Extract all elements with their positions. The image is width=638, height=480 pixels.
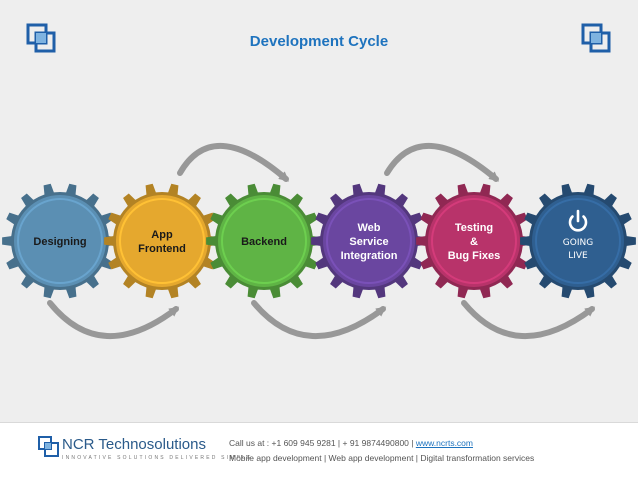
- flow-arrow-1: [47, 300, 180, 340]
- gear-label-line: Testing: [454, 222, 494, 234]
- contact-line: Call us at : +1 609 945 9281 | + 91 9874…: [229, 438, 473, 448]
- footer: [0, 422, 638, 480]
- flow-arrow-2: [177, 143, 290, 182]
- gear-label-3: Backend: [220, 235, 308, 249]
- contact-phones: Call us at : +1 609 945 9281 | + 91 9874…: [229, 438, 416, 448]
- gear-label-5: Testing & Bug Fixes: [430, 221, 518, 263]
- gear-label-line: Backend: [241, 236, 287, 248]
- gear-body: [323, 195, 415, 287]
- gear-rim: [221, 198, 307, 284]
- gear-body: [532, 195, 624, 287]
- gear-label-line: Web: [357, 222, 381, 234]
- gear-body: [116, 195, 208, 287]
- gear-stage-4: [311, 183, 427, 299]
- gear-label-going-live: GOING LIVE: [538, 237, 618, 263]
- gear-stage-5: [416, 183, 532, 299]
- gear-stage-2: [104, 183, 220, 299]
- brand-tagline: INNOVATIVE SOLUTIONS DELIVERED SIMPLE: [62, 455, 253, 461]
- gear-body: [218, 195, 310, 287]
- gear-stage-3: [206, 183, 322, 299]
- gear-label-line: GOING: [562, 238, 594, 248]
- flow-arrow-5: [461, 300, 596, 340]
- page-title: Development Cycle: [249, 33, 389, 50]
- brand-name: NCR Technosolutions: [62, 436, 206, 453]
- gear-stage-6: [520, 183, 636, 299]
- gear-label-line: Designing: [33, 236, 87, 248]
- flow-arrow-4: [384, 142, 500, 182]
- flow-arrow-3: [251, 300, 387, 340]
- gear-stage-1: [2, 183, 118, 299]
- gear-rim: [535, 198, 621, 284]
- gear-rim: [431, 198, 517, 284]
- gear-label-line: Bug Fixes: [447, 250, 501, 262]
- gear-rim: [119, 198, 205, 284]
- corner-logo-left: [26, 23, 56, 53]
- gear-rim: [326, 198, 412, 284]
- gear-label-line: Frontend: [138, 243, 186, 255]
- gear-label-1: Designing: [16, 235, 104, 249]
- gear-label-line: Service: [349, 236, 389, 248]
- corner-logo-right: [581, 23, 611, 53]
- gear-body: [14, 195, 106, 287]
- gear-label-line: &: [470, 236, 478, 248]
- gear-label-line: LIVE: [568, 251, 588, 261]
- gear-label-line: Integration: [340, 250, 398, 262]
- gear-label-line: App: [151, 229, 173, 241]
- power-icon: [568, 209, 588, 232]
- gear-body: [428, 195, 520, 287]
- gear-rim: [17, 198, 103, 284]
- brand-logo-icon: [38, 436, 59, 457]
- website-link[interactable]: www.ncrts.com: [415, 438, 473, 448]
- services-line: Mobile app development | Web app develop…: [229, 453, 535, 463]
